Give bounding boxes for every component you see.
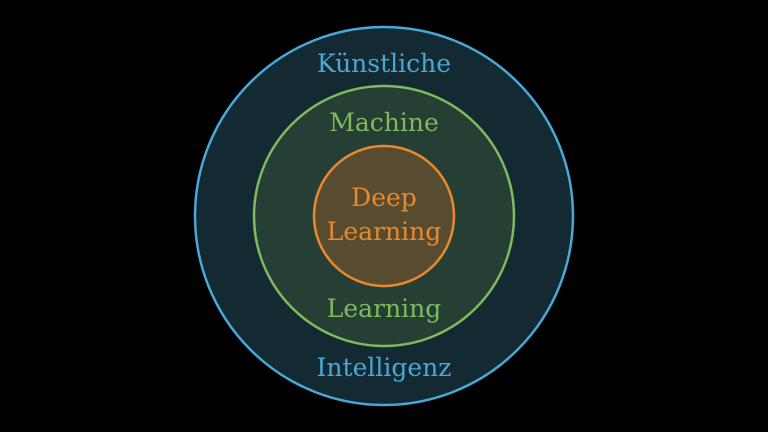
- inner-label-line2: Learning: [327, 217, 441, 246]
- middle-label-top: Machine: [329, 108, 439, 137]
- inner-label-line1: Deep: [351, 183, 417, 212]
- outer-label-bottom: Intelligenz: [317, 353, 452, 382]
- middle-label-bottom: Learning: [327, 294, 441, 323]
- inner-circle-deep-learning: [312, 144, 456, 288]
- outer-label-top: Künstliche: [317, 49, 451, 78]
